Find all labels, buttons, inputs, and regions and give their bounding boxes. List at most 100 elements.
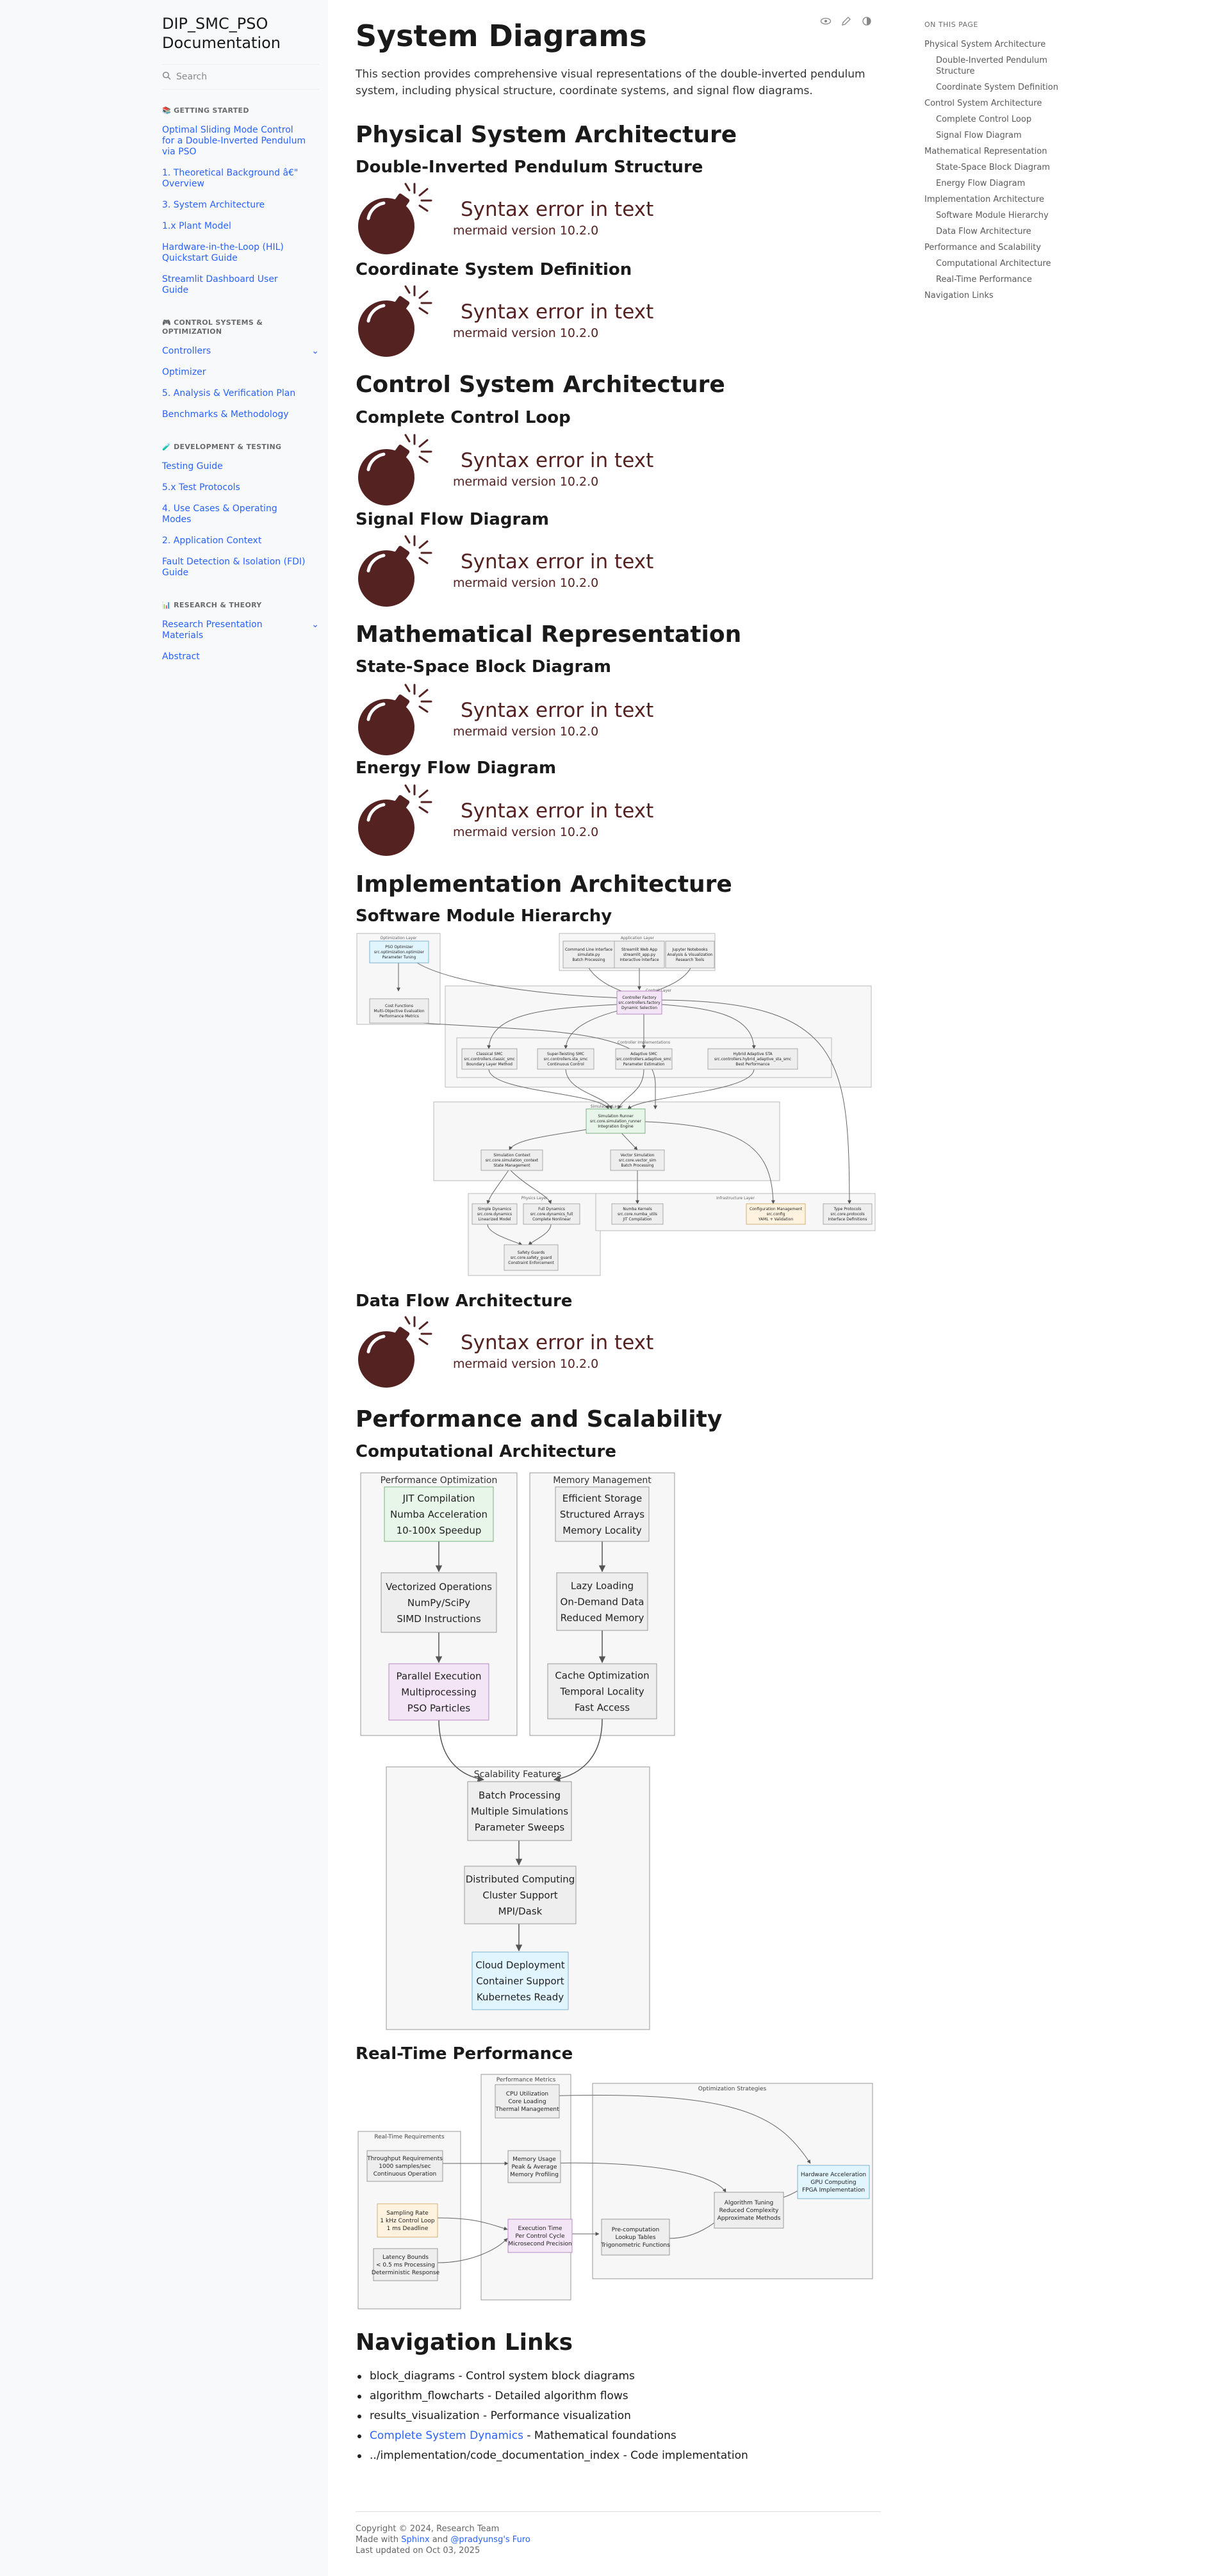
page-toolbar	[820, 15, 873, 30]
mermaid-error-message: Syntax error in text	[461, 550, 654, 573]
sidebar-item-label[interactable]: 5.x Test Protocols	[162, 482, 240, 493]
sphinx-link[interactable]: Sphinx	[401, 2535, 430, 2545]
node-label: GPU Computing	[810, 2179, 856, 2186]
bomb-icon	[358, 183, 432, 254]
node-label: src.optimization.optimizer	[374, 950, 425, 955]
sidebar-item-label[interactable]: Testing Guide	[162, 461, 223, 472]
node-classical: Classical SMCsrc.controllers.classic_smc…	[461, 1048, 518, 1070]
toc-item[interactable]: Physical System Architecture	[924, 40, 1046, 49]
node-label: Safety Guards	[518, 1251, 545, 1255]
sidebar-item-label[interactable]: Streamlit Dashboard User Guide	[162, 274, 278, 295]
search-input[interactable]: Search	[176, 72, 208, 82]
brand-title[interactable]: DIP_SMC_PSO Documentation	[162, 15, 281, 52]
node-label: Reduced Complexity	[719, 2208, 779, 2214]
toc-item[interactable]: Coordinate System Definition	[936, 83, 1058, 92]
toc-item[interactable]: Signal Flow Diagram	[936, 131, 1022, 140]
sidebar-item[interactable]: Optimal Sliding Mode Control for a Doubl…	[162, 120, 319, 163]
sidebar-item[interactable]: 1.x Plant Model	[162, 217, 319, 238]
sidebar-item[interactable]: Optimizer	[162, 363, 319, 384]
node-label: Lookup Tables	[615, 2235, 655, 2241]
sidebar-item-label[interactable]: Optimizer	[162, 367, 206, 377]
search-box[interactable]: Search	[162, 64, 319, 90]
mermaid-error-message: Syntax error in text	[461, 198, 654, 221]
node-label: Streamlit Web App	[621, 948, 657, 952]
toc-item[interactable]: Real-Time Performance	[936, 275, 1032, 284]
toc-item[interactable]: Software Module Hierarchy	[936, 211, 1049, 220]
node-label: NumPy/SciPy	[407, 1597, 470, 1609]
heading-state-space: State-Space Block Diagram	[356, 657, 611, 677]
sidebar-item-label[interactable]: Research Presentation Materials	[162, 619, 263, 641]
node-label: Command Line Interface	[565, 948, 612, 952]
sidebar-item-label[interactable]: Benchmarks & Methodology	[162, 409, 289, 420]
sidebar-item[interactable]: Research Presentation Materials ⌄	[162, 615, 319, 647]
node-label: Batch Processing	[621, 1163, 653, 1168]
node-label: streamlit_app.py	[623, 953, 656, 957]
mermaid-version-text: mermaid version 10.2.0	[453, 224, 599, 238]
sidebar-item-label[interactable]: 4. Use Cases & Operating Modes	[162, 504, 277, 525]
sidebar-item[interactable]: Controllers ⌄	[162, 341, 319, 363]
node-safety: Safety Guardssrc.core.safety_guardConstr…	[504, 1244, 559, 1271]
link-complete-system-dynamics[interactable]: Complete System Dynamics	[370, 2429, 523, 2442]
toc-item[interactable]: Computational Architecture	[936, 259, 1051, 268]
node-latency: Latency Bounds< 0.5 ms ProcessingDetermi…	[372, 2248, 440, 2281]
toc-item[interactable]: Data Flow Architecture	[936, 227, 1031, 236]
sidebar-item[interactable]: 5. Analysis & Verification Plan	[162, 384, 319, 405]
edit-icon[interactable]	[840, 15, 852, 30]
node-label: Cluster Support	[482, 1889, 557, 1901]
sidebar-item[interactable]: Benchmarks & Methodology	[162, 405, 319, 426]
sidebar-item[interactable]: 5.x Test Protocols	[162, 478, 319, 499]
toc-item[interactable]: State-Space Block Diagram	[936, 163, 1050, 172]
sidebar-item-label[interactable]: 3. System Architecture	[162, 200, 265, 210]
node-label: Structured Arrays	[560, 1509, 644, 1520]
node-label: Interface Definitions	[828, 1217, 867, 1222]
node-label: Super-Twisting SMC	[547, 1052, 584, 1056]
heading-mathematical-representation: Mathematical Representation	[356, 621, 742, 648]
sidebar-item-label[interactable]: Controllers	[162, 346, 211, 356]
toc-item[interactable]: Mathematical Representation	[924, 147, 1047, 156]
sidebar-item[interactable]: 2. Application Context	[162, 531, 319, 552]
sidebar-item-label[interactable]: 5. Analysis & Verification Plan	[162, 388, 296, 398]
sidebar-item[interactable]: Fault Detection & Isolation (FDI) Guide	[162, 552, 319, 584]
footer-made-with: Made with Sphinx and @pradyunsg's Furo	[356, 2534, 881, 2545]
sidebar-item-label[interactable]: Optimal Sliding Mode Control for a Doubl…	[162, 125, 306, 157]
toc-item[interactable]: Double-Inverted Pendulum Structure	[936, 56, 1047, 76]
list-item-text: block_diagrams - Control system block di…	[370, 2370, 635, 2383]
toc-item[interactable]: Energy Flow Diagram	[936, 179, 1026, 188]
list-item: algorithm_flowcharts - Detailed algorith…	[356, 2388, 748, 2404]
sidebar-item[interactable]: 1. Theoretical Background â€" Overview	[162, 163, 319, 195]
sidebar-item[interactable]: 4. Use Cases & Operating Modes	[162, 499, 319, 531]
toc-item[interactable]: Control System Architecture	[924, 99, 1042, 108]
node-label: Numba Acceleration	[390, 1509, 488, 1520]
toc-item[interactable]: Performance and Scalability	[924, 243, 1041, 252]
sidebar-item-label[interactable]: 1.x Plant Model	[162, 221, 231, 231]
node-simple: Simple Dynamicssrc.core.dynamicsLineariz…	[472, 1203, 518, 1225]
heading-dip-structure: Double-Inverted Pendulum Structure	[356, 158, 703, 177]
sidebar-item[interactable]: Hardware-in-the-Loop (HIL) Quickstart Gu…	[162, 238, 319, 270]
node-label: Container Support	[476, 1975, 564, 1987]
sidebar-item-label[interactable]: Hardware-in-the-Loop (HIL) Quickstart Gu…	[162, 242, 284, 263]
toc-item[interactable]: Navigation Links	[924, 291, 994, 300]
chevron-down-icon[interactable]: ⌄	[311, 619, 319, 630]
sidebar-item-label[interactable]: Abstract	[162, 652, 200, 662]
furo-link[interactable]: @pradyunsg's Furo	[450, 2535, 530, 2545]
view-source-icon[interactable]	[820, 15, 832, 30]
sidebar-item[interactable]: Abstract	[162, 647, 319, 668]
footer-made-prefix: Made with	[356, 2535, 402, 2545]
toc-item[interactable]: Implementation Architecture	[924, 195, 1044, 204]
chevron-down-icon[interactable]: ⌄	[311, 346, 319, 356]
sidebar-item[interactable]: Streamlit Dashboard User Guide	[162, 270, 319, 302]
node-label: Simulation Context	[493, 1153, 530, 1158]
theme-toggle-icon[interactable]	[861, 15, 873, 30]
node-label: YAML + Validation	[758, 1217, 793, 1222]
mermaid-error-message: Syntax error in text	[461, 699, 654, 722]
sidebar-item-label[interactable]: 2. Application Context	[162, 536, 262, 546]
toc-item[interactable]: Complete Control Loop	[936, 115, 1032, 124]
sidebar-item[interactable]: Testing Guide	[162, 457, 319, 478]
sidebar-item-label[interactable]: Fault Detection & Isolation (FDI) Guide	[162, 557, 306, 578]
sidebar-item[interactable]: 3. System Architecture	[162, 195, 319, 217]
sidebar-item-label[interactable]: 1. Theoretical Background â€" Overview	[162, 168, 299, 189]
